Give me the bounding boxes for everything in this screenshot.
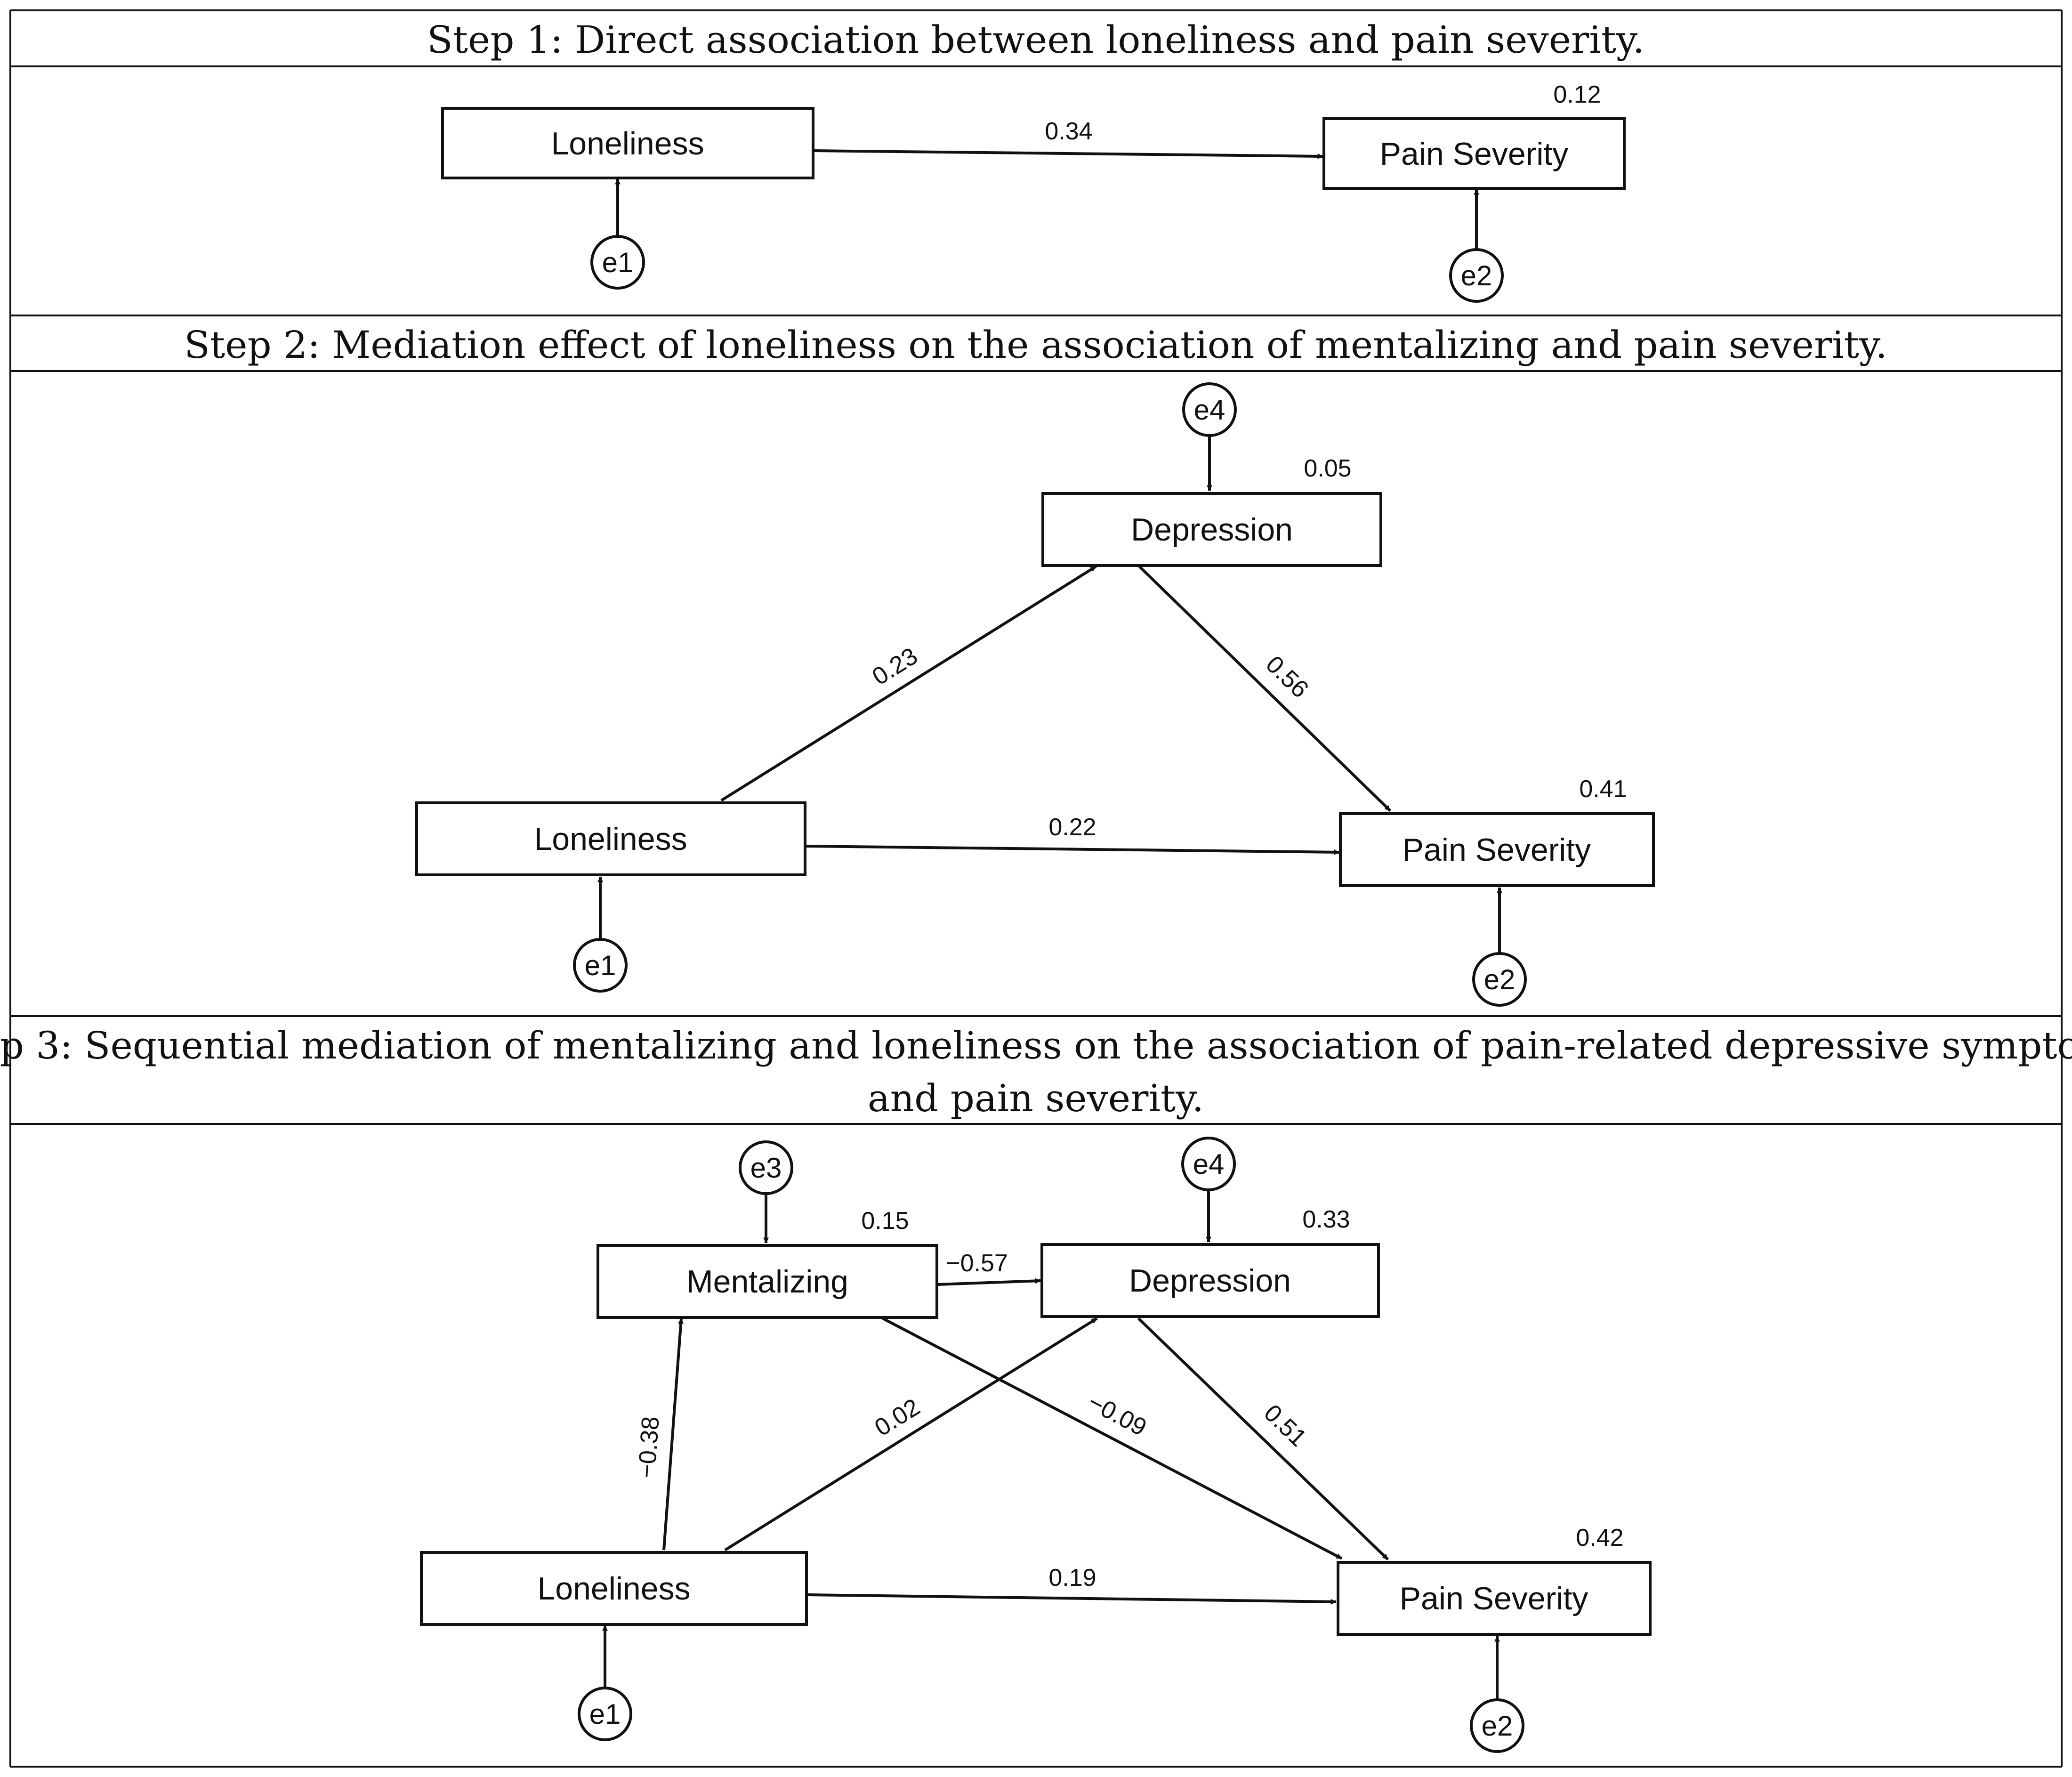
step2-path-lon-pain-label: 0.22 — [1048, 814, 1096, 841]
step3-path-ment-dep-label: −0.57 — [946, 1250, 1008, 1277]
step2-path-dep-pain-label: 0.56 — [1260, 651, 1314, 703]
step2-path-dep-pain — [1138, 565, 1392, 812]
step3-node-mentalizing — [597, 1244, 938, 1319]
step2-error-e2-label: e2 — [1484, 964, 1516, 995]
step2-diagram: 0.23 0.56 0.22 Depression 0.05 Lonelines… — [415, 382, 1655, 1007]
step3-r2-mentalizing: 0.15 — [861, 1207, 909, 1235]
step3-node-loneliness-label: Loneliness — [537, 1571, 690, 1607]
figure-frame — [9, 9, 2063, 1768]
step1-r2-pain-severity: 0.12 — [1553, 81, 1601, 108]
step1-node-pain-severity-label: Pain Severity — [1380, 136, 1569, 172]
step3-path-ment-dep — [937, 1278, 1041, 1286]
step2-path-lon-pain — [805, 845, 1340, 855]
step3-path-ment-pain-label: −0.09 — [1083, 1388, 1151, 1441]
step3-node-pain-severity-label: Pain Severity — [1400, 1581, 1588, 1616]
step3-path-lon-ment — [662, 1318, 684, 1551]
step3-caption-line2: and pain severity. — [868, 1076, 1204, 1120]
step3-diagram: −0.57 −0.38 0.02 −0.09 0.51 0.19 Mentali… — [420, 1137, 1652, 1753]
step3-node-pain-severity — [1337, 1561, 1652, 1636]
step2-caption: Step 2: Mediation effect of loneliness o… — [184, 323, 1887, 367]
step3-node-loneliness — [420, 1551, 808, 1626]
step2-node-depression — [1041, 492, 1382, 567]
step1-node-loneliness — [441, 107, 814, 179]
step1-error-e2-label: e2 — [1461, 260, 1492, 291]
step3-error-e3 — [739, 1140, 793, 1195]
step1-error-e2 — [1449, 248, 1504, 303]
step2-error-e4-label: e4 — [1194, 394, 1225, 426]
step3-error-e4 — [1181, 1137, 1236, 1191]
step3-r2-pain-severity: 0.42 — [1576, 1524, 1623, 1551]
step2-r2-pain-severity: 0.41 — [1579, 775, 1627, 803]
step2-path-lon-dep-label: 0.23 — [868, 642, 923, 691]
step3-path-ment-pain — [882, 1317, 1343, 1560]
step1-path-lon-pain-label: 0.34 — [1045, 118, 1092, 145]
step1-caption: Step 1: Direct association between lonel… — [427, 18, 1645, 62]
step3-path-lon-pain-label: 0.19 — [1048, 1564, 1096, 1591]
step2-node-depression-label: Depression — [1131, 512, 1293, 548]
step3-error-e2 — [1470, 1698, 1524, 1753]
step1-node-loneliness-label: Loneliness — [551, 126, 704, 162]
step2-node-loneliness — [415, 801, 806, 876]
step1-path-lon-pain — [813, 149, 1323, 159]
step3-path-lon-dep-label: 0.02 — [870, 1393, 925, 1442]
step1-error-e1-label: e1 — [602, 247, 634, 278]
step2-error-e2 — [1472, 952, 1527, 1007]
step3-node-depression-label: Depression — [1129, 1263, 1291, 1299]
step3-error-e3-label: e3 — [750, 1152, 782, 1184]
step3-error-e1 — [578, 1687, 632, 1741]
step3-r2-depression: 0.33 — [1302, 1206, 1350, 1233]
step3-path-dep-pain — [1137, 1317, 1389, 1561]
step2-error-e4 — [1182, 382, 1237, 437]
step2-path-lon-dep — [720, 565, 1097, 802]
step2-error-e1-label: e1 — [585, 950, 616, 981]
step2-node-loneliness-label: Loneliness — [534, 821, 687, 857]
step2-node-pain-severity-label: Pain Severity — [1403, 832, 1591, 868]
step2-r2-depression: 0.05 — [1304, 455, 1351, 482]
step1-diagram: 0.34 Loneliness Pain Severity 0.12 e1 e2 — [441, 81, 1626, 303]
step3-error-e4-label: e4 — [1193, 1148, 1225, 1180]
step3-error-e1-label: e1 — [589, 1698, 621, 1730]
step3-node-depression — [1040, 1243, 1380, 1318]
step2-node-pain-severity — [1339, 812, 1655, 887]
step1-node-pain-severity — [1322, 117, 1626, 190]
step1-error-e1 — [590, 235, 645, 290]
step3-node-mentalizing-label: Mentalizing — [686, 1264, 848, 1300]
step2-error-e1 — [573, 938, 628, 993]
step3-caption-line1: Step 3: Sequential mediation of mentaliz… — [0, 1024, 2072, 1067]
step3-error-e2-label: e2 — [1482, 1710, 1513, 1742]
step3-path-lon-ment-label: −0.38 — [633, 1415, 665, 1479]
step3-path-lon-pain — [807, 1593, 1337, 1605]
step3-path-lon-dep — [724, 1317, 1098, 1551]
